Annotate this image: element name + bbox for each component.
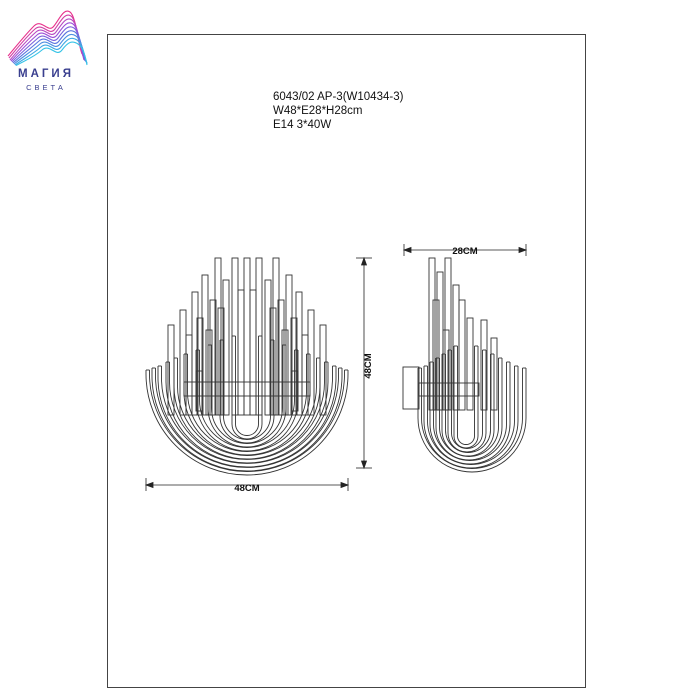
glass-tube-inner [223,340,271,440]
drawing-sheet-border [107,34,586,688]
side-view-drawing [402,257,527,473]
glass-rod [277,299,285,416]
glass-rod [466,317,474,411]
glass-rod [196,317,204,416]
glass-rod [442,329,450,411]
glass-tube-outer [219,340,275,444]
glass-tube-outer [453,346,479,449]
glass-rod [269,307,277,416]
glass-rod [249,289,257,416]
front-view-drawing [145,257,349,476]
glass-tube-inner [177,358,317,456]
glass-rod [480,319,488,411]
glass-tube-inner [457,346,475,445]
glass-tube-outer [151,368,343,472]
glass-rod [237,289,245,416]
glass-tube-outer [231,336,263,440]
glass-rod [428,257,436,411]
glass-tube-outer [441,354,495,457]
glass-tube-outer [173,358,321,460]
glass-tube-outer [435,358,503,461]
glass-rod [209,299,217,416]
wall-plate [402,366,420,410]
glass-rod [185,334,193,416]
side-width-dimension [402,244,528,256]
logo-brand-name: МАГИЯ [18,68,74,80]
brand-logo: МАГИЯ СВЕТА [4,4,88,96]
front-width-label: 48CM [234,483,259,494]
glass-tube-outer [429,362,511,465]
glass-tube-outer [207,345,287,448]
glass-tube-outer [157,366,337,468]
glass-rod [217,307,225,416]
glass-tube-inner [445,354,491,453]
glass-tube-inner [149,370,345,472]
glass-rod [231,257,239,416]
glass-rod [458,299,466,411]
spec-lamp: E14 3*40W [273,119,332,131]
glass-rod [255,257,263,416]
glass-tube-inner [187,354,307,452]
glass-rod [290,317,298,416]
glass-tube-inner [235,336,259,436]
spec-block: 6043/02 AP-3(W10434-3) W48*E28*H28cm E14… [273,90,403,132]
glass-tube-outer [195,350,299,452]
side-width-label: 28CM [452,246,477,257]
front-height-label: 48CM [363,353,374,378]
glass-rod [222,279,230,416]
glass-rod [307,309,315,416]
glass-tube-inner [199,350,295,448]
front-width-dimension [144,478,350,491]
glass-rod [243,257,251,416]
glass-tube-outer [183,354,311,456]
glass-tube-outer [145,370,349,476]
glass-tube-inner [451,350,483,449]
glass-tube-outer [165,362,329,464]
logo-tagline: СВЕТА [26,83,66,92]
glass-tube-inner [169,362,325,460]
wave-logo-icon [7,10,88,66]
glass-tube-outer [423,366,519,469]
spec-size: W48*E28*H28cm [273,105,363,117]
glass-rod [167,324,175,416]
front-height-dimension [356,256,372,470]
glass-rod [179,309,187,416]
glass-tube-outer [447,350,487,453]
glass-tube-inner [427,366,515,465]
glass-rod [264,279,272,416]
glass-tube-outer [417,368,527,473]
glass-rod [319,324,327,416]
glass-tube-inner [211,345,283,444]
spec-model: 6043/02 AP-3(W10434-3) [273,91,404,103]
glass-rod [301,334,309,416]
glass-tube-inner [433,362,507,461]
